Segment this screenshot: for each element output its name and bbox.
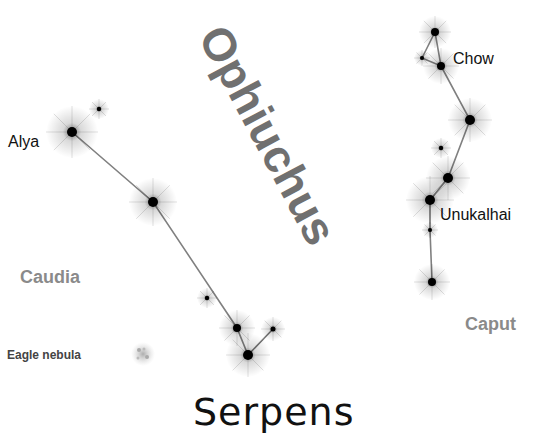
nebula-label: Eagle nebula	[7, 349, 81, 361]
region-label: Caput	[465, 315, 516, 333]
constellation-name: Ophiuchus	[191, 18, 344, 252]
region-label: Caudia	[20, 268, 80, 286]
star-name: Alya	[8, 134, 39, 150]
star-name: Unukalhai	[440, 207, 511, 223]
eagle-nebula-icon	[131, 342, 155, 366]
constellation-title: Serpens	[193, 393, 355, 431]
constellation-lines	[72, 32, 470, 355]
stars	[46, 16, 492, 377]
star-name: Chow	[453, 51, 494, 67]
